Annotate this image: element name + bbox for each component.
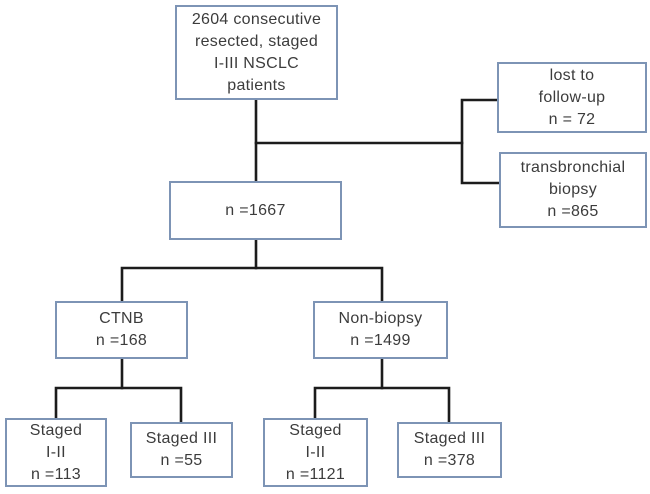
node-ctnb-staged-3: Staged III n =55 (130, 422, 233, 478)
connector-split-ctnb-nonbiopsy (120, 266, 384, 303)
node-total-patients: 2604 consecutive resected, staged I-III … (175, 5, 338, 100)
connector-ctnb-split (54, 386, 183, 424)
node-included: n =1667 (169, 181, 342, 240)
connector-exclusion-stubs (460, 98, 502, 185)
connector-nonbiopsy-split (313, 386, 451, 424)
node-ctnb: CTNB n =168 (55, 301, 188, 359)
node-transbronchial-biopsy: transbronchial biopsy n =865 (499, 152, 647, 228)
node-lost-to-followup: lost to follow-up n = 72 (497, 62, 647, 133)
node-non-biopsy: Non-biopsy n =1499 (313, 301, 448, 359)
node-nonbiopsy-staged-3: Staged III n =378 (397, 422, 502, 478)
node-nonbiopsy-staged-1-2: Staged I-II n =1121 (263, 418, 368, 487)
node-ctnb-staged-1-2: Staged I-II n =113 (5, 418, 107, 487)
